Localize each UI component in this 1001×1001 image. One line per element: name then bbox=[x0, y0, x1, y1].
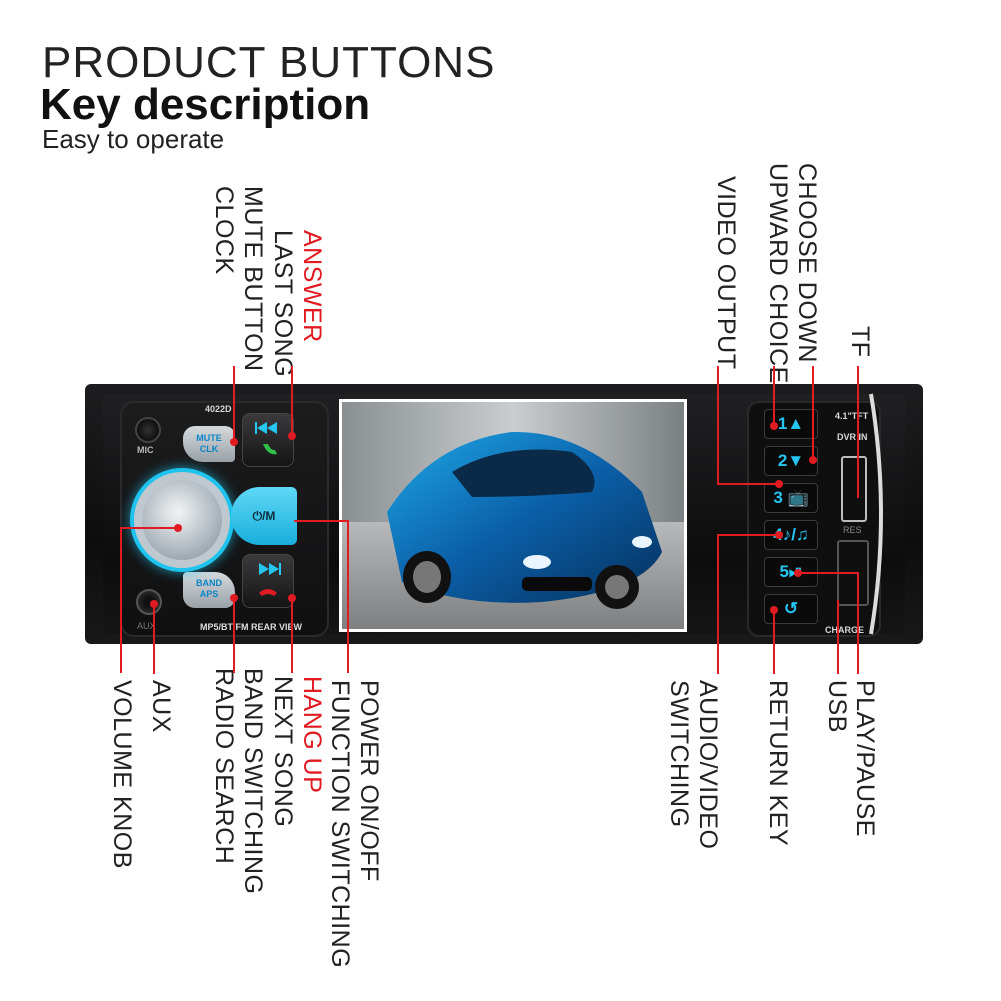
callout-dot-hangup bbox=[288, 594, 296, 602]
aux-jack[interactable] bbox=[136, 589, 162, 615]
callout-dot-audio-video bbox=[775, 531, 783, 539]
callout-line-hangup bbox=[291, 598, 293, 673]
label-video-output: VIDEO OUTPUT bbox=[712, 176, 740, 370]
callout-dot-return bbox=[770, 606, 778, 614]
label-volume-knob: VOLUME KNOB bbox=[108, 680, 136, 869]
label-return-key: RETURN KEY bbox=[764, 680, 792, 847]
bottom-strip-label: MP5/BT/FM REAR VIEW bbox=[200, 622, 303, 632]
label-answer-last-song: ANSWER LAST SONG bbox=[269, 230, 326, 378]
button-return[interactable]: ↺ bbox=[764, 594, 818, 624]
next-track-icon bbox=[259, 563, 281, 596]
aps-label: APS bbox=[199, 589, 219, 599]
callout-dot-volume bbox=[174, 524, 182, 532]
callout-dot-answer bbox=[288, 432, 296, 440]
callout-dot-band bbox=[230, 594, 238, 602]
callout-line-power bbox=[347, 520, 349, 673]
callout-line-volume-h bbox=[120, 527, 178, 529]
label-mute-clock: MUTE BUTTON CLOCK bbox=[210, 186, 267, 372]
screen-image bbox=[342, 402, 684, 629]
label-band-radio: BAND SWITCHING RADIO SEARCH bbox=[210, 668, 267, 895]
chrome-trim bbox=[869, 393, 883, 635]
band-label: BAND bbox=[196, 578, 222, 588]
header-line-3: Easy to operate bbox=[42, 124, 225, 154]
label-usb: USB bbox=[823, 680, 851, 733]
header-line-2: Key description bbox=[40, 80, 371, 129]
callout-line-play bbox=[857, 572, 859, 674]
aux-label: AUX bbox=[137, 621, 156, 631]
mute-clk-button[interactable]: MUTE CLK bbox=[183, 426, 235, 462]
callout-line-up bbox=[773, 366, 775, 426]
band-aps-button[interactable]: BAND APS bbox=[183, 572, 235, 608]
callout-line-aux bbox=[153, 604, 155, 674]
res-label: RES bbox=[843, 525, 862, 535]
next-hangup-button[interactable] bbox=[242, 554, 294, 608]
label-power-function: POWER ON/OFF FUNCTION SWITCHING bbox=[326, 680, 383, 969]
label-hang-up-next-song: HANG UP NEXT SONG bbox=[269, 676, 326, 828]
tf-card-slot[interactable] bbox=[841, 456, 867, 522]
callout-line-video-output bbox=[717, 366, 719, 484]
callout-line-audio-video-h bbox=[717, 534, 779, 536]
callout-line-usb bbox=[837, 600, 839, 674]
label-audio-video-switching: AUDIO/VIDEO SWITCHING bbox=[665, 680, 722, 850]
callout-line-down bbox=[812, 366, 814, 460]
label-tf: TF bbox=[846, 326, 874, 358]
clk-label: CLK bbox=[199, 444, 219, 454]
callout-dot-play bbox=[794, 569, 802, 577]
callout-line-play-h bbox=[798, 572, 859, 574]
model-label: 4022D bbox=[205, 404, 232, 414]
tft-label: 4.1"TFT bbox=[835, 411, 869, 421]
callout-line-audio-video bbox=[717, 534, 719, 674]
charge-label: CHARGE bbox=[825, 625, 865, 635]
callout-line-power-h bbox=[294, 520, 349, 522]
callout-line-return bbox=[773, 612, 775, 674]
callout-dot-up bbox=[770, 422, 778, 430]
header-line-1: PRODUCT BUTTONS bbox=[42, 38, 496, 87]
button-3-video[interactable]: 3 📺 bbox=[764, 483, 818, 513]
volume-knob[interactable] bbox=[142, 480, 222, 560]
mic-label: MIC bbox=[137, 445, 154, 455]
mute-label: MUTE bbox=[196, 433, 222, 443]
car-stereo-unit: 4022D MIC AUX MUTE CLK BAND APS ⏻/M MP5/… bbox=[85, 384, 923, 644]
power-mode-button[interactable]: ⏻/M bbox=[231, 487, 297, 545]
label-choose-down-upward: CHOOSE DOWN UPWARD CHOICE bbox=[764, 163, 821, 384]
prev-track-icon bbox=[255, 422, 277, 455]
callout-line-answer bbox=[291, 366, 293, 436]
callout-dot-down bbox=[809, 456, 817, 464]
display-screen bbox=[339, 399, 687, 632]
label-aux: AUX bbox=[147, 680, 175, 733]
mic-hole bbox=[135, 417, 161, 443]
dvr-in-label: DVR IN bbox=[837, 432, 868, 442]
label-play-pause: PLAY/PAUSE bbox=[851, 680, 879, 837]
callout-line-video-output-h bbox=[717, 483, 779, 485]
callout-line-volume bbox=[120, 527, 122, 673]
callout-line-tf bbox=[857, 366, 859, 498]
callout-dot-aux bbox=[150, 600, 158, 608]
prev-answer-button[interactable] bbox=[242, 413, 294, 467]
callout-line-mute bbox=[233, 366, 235, 442]
sports-car-image bbox=[342, 402, 684, 629]
callout-dot-mute bbox=[230, 438, 238, 446]
callout-line-band bbox=[233, 598, 235, 673]
callout-dot-video-output bbox=[775, 480, 783, 488]
